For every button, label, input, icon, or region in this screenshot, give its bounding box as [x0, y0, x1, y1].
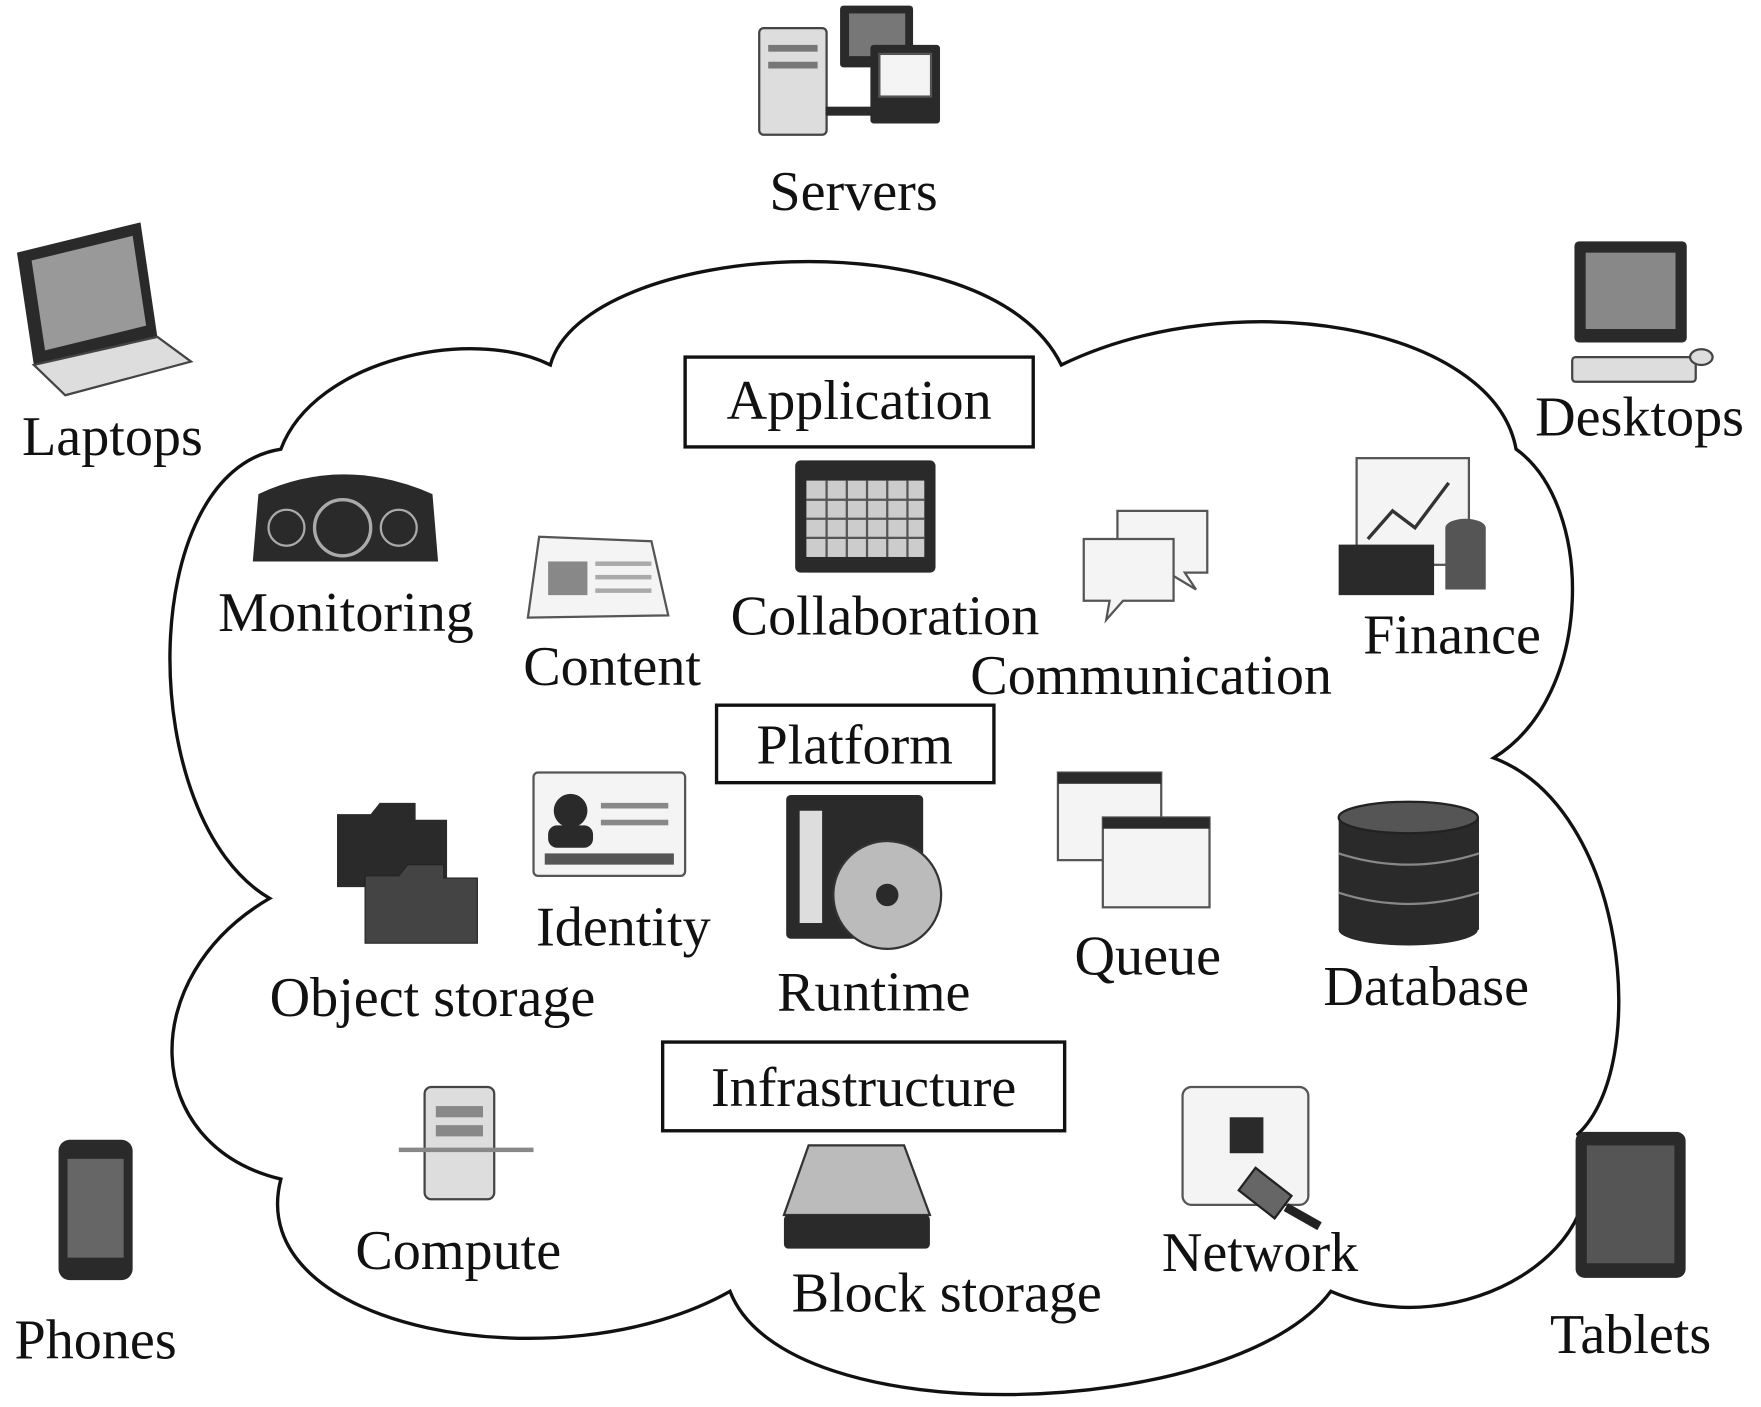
calendar-icon	[795, 460, 936, 573]
desktops-label: Desktops	[1535, 387, 1744, 449]
folders-icon	[337, 802, 478, 944]
application-layer-header: Application	[683, 355, 1035, 449]
runtime-label: Runtime	[777, 962, 970, 1024]
infrastructure-layer-header: Infrastructure	[660, 1040, 1067, 1133]
servers-icon	[758, 5, 941, 136]
chart-money-icon	[1338, 457, 1486, 596]
content-label: Content	[523, 636, 701, 698]
id-card-icon	[532, 771, 687, 877]
identity-label: Identity	[536, 896, 711, 958]
svg-text:Infrastructure: Infrastructure	[711, 1057, 1016, 1119]
collaboration-label: Collaboration	[731, 585, 1040, 647]
windows-stack-icon	[1056, 771, 1211, 909]
ethernet-port-icon	[1181, 1085, 1322, 1231]
desktop-icon	[1571, 241, 1714, 383]
compute-label: Compute	[355, 1220, 561, 1282]
software-disc-icon	[786, 795, 943, 950]
svg-text:Application: Application	[727, 370, 992, 432]
phone-icon	[58, 1139, 133, 1281]
communication-label: Communication	[970, 645, 1332, 707]
database-label: Database	[1323, 956, 1529, 1018]
tablet-icon	[1575, 1131, 1686, 1278]
phones-label: Phones	[15, 1310, 177, 1372]
dashboard-gauge-icon	[252, 474, 439, 562]
server-tower-icon	[398, 1085, 534, 1201]
laptops-label: Laptops	[22, 406, 203, 468]
tablets-label: Tablets	[1550, 1304, 1711, 1366]
newspaper-icon	[526, 535, 670, 619]
block-storage-label: Block storage	[792, 1263, 1102, 1325]
platform-layer-header: Platform	[714, 703, 996, 785]
object-storage-label: Object storage	[270, 967, 596, 1029]
database-icon	[1337, 800, 1480, 946]
finance-label: Finance	[1363, 605, 1541, 667]
chat-bubbles-icon	[1082, 509, 1209, 624]
network-label: Network	[1162, 1222, 1359, 1284]
monitoring-label: Monitoring	[218, 582, 474, 644]
hard-drive-icon	[782, 1144, 932, 1249]
laptop-icon	[16, 222, 194, 397]
svg-text:Platform: Platform	[756, 715, 952, 777]
servers-label: Servers	[769, 161, 937, 223]
queue-label: Queue	[1075, 926, 1221, 988]
